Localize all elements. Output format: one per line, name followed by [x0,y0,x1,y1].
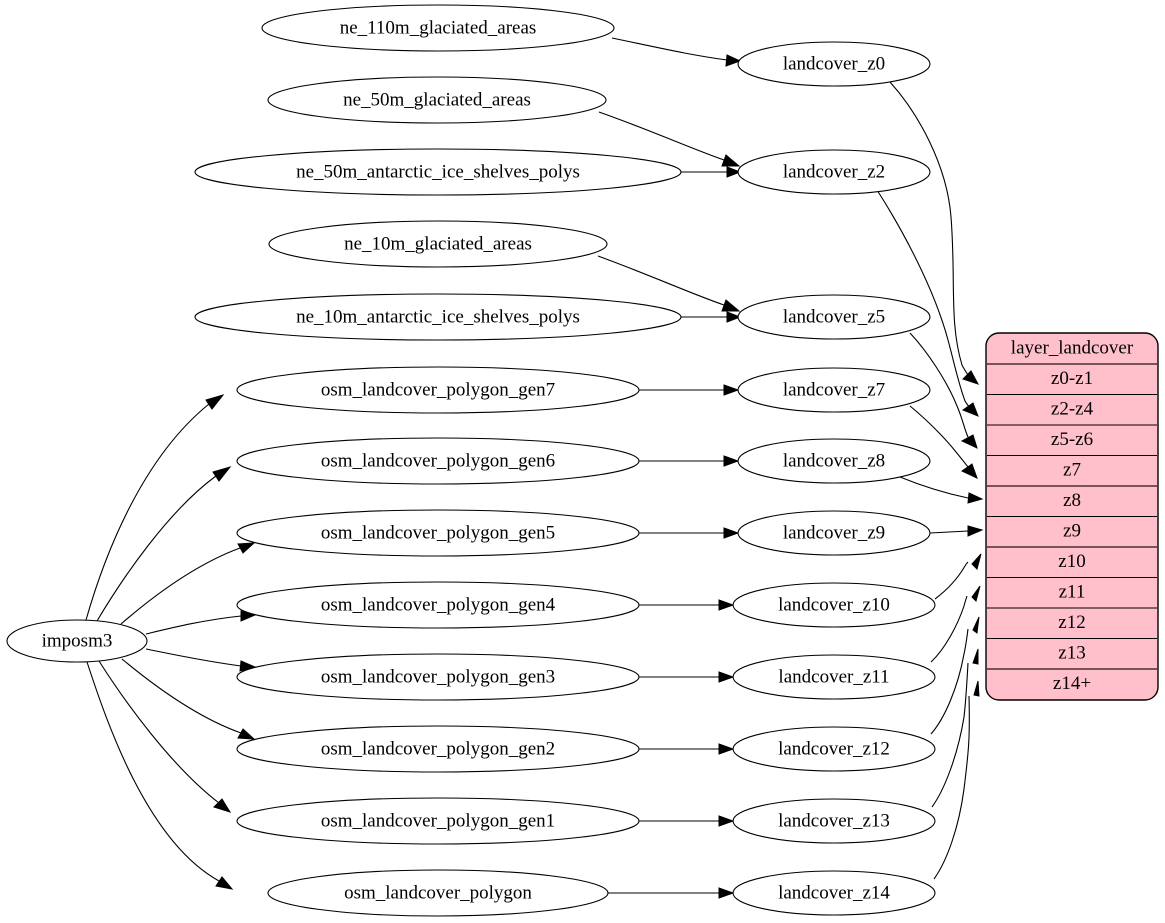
node-landcover_z13[interactable]: landcover_z13 [732,798,936,844]
node-landcover_z14[interactable]: landcover_z14 [732,870,936,916]
layer-table-row-z9[interactable]: z9 [1063,520,1081,541]
node-label: landcover_z13 [778,810,890,831]
node-imposm3[interactable]: imposm3 [6,619,148,663]
node-ne_10m_glaciated_areas[interactable]: ne_10m_glaciated_areas [268,220,608,268]
node-landcover_z11[interactable]: landcover_z11 [732,654,936,700]
node-label: landcover_z2 [783,161,885,182]
node-label: ne_50m_antarctic_ice_shelves_polys [296,161,580,182]
node-landcover_z0[interactable]: landcover_z0 [737,41,931,87]
layer-table-row-z7[interactable]: z7 [1063,459,1081,480]
edge-z7-to-row-z7 [909,405,978,479]
edge-ne50mglac-to-z2 [598,111,741,167]
edge-z9-to-row-z9 [929,525,984,537]
edge-ne110m-to-z0 [611,37,742,67]
edge-gen3-to-z11 [639,671,735,683]
node-label: landcover_z5 [783,306,885,327]
edge-gen2-to-z12 [639,743,735,755]
layer-table-row-z13[interactable]: z13 [1058,642,1085,663]
layer-table-row-z5-z6[interactable]: z5-z6 [1051,429,1093,450]
node-label: osm_landcover_polygon_gen3 [321,666,555,687]
node-label: ne_50m_glaciated_areas [343,89,531,110]
edge-gen4-to-z10 [639,599,735,611]
node-label: landcover_z9 [783,522,885,543]
layer-table-row-z2-z4[interactable]: z2-z4 [1051,398,1094,419]
edge-imposm3-to-polygon [86,661,234,890]
node-label: landcover_z12 [778,738,890,759]
node-ne_50m_glaciated_areas[interactable]: ne_50m_glaciated_areas [267,76,607,124]
node-ne_10m_antarctic_ice_shelves_polys[interactable]: ne_10m_antarctic_ice_shelves_polys [194,293,682,341]
node-osm_landcover_polygon_gen5[interactable]: osm_landcover_polygon_gen5 [236,509,640,557]
layer-table-row-z11[interactable]: z11 [1059,581,1086,602]
node-osm_landcover_polygon[interactable]: osm_landcover_polygon [267,869,609,917]
edge-imposm3-to-gen5 [120,542,256,625]
edge-imposm3-to-gen6 [96,466,232,622]
layer-table-row-z10[interactable]: z10 [1058,551,1085,572]
layer-table-row-z14plus[interactable]: z14+ [1053,673,1091,694]
node-osm_landcover_polygon_gen3[interactable]: osm_landcover_polygon_gen3 [236,653,640,701]
layer-table-row-z12[interactable]: z12 [1058,612,1085,633]
edge-gen5-to-z9 [639,527,740,539]
node-osm_landcover_polygon_gen2[interactable]: osm_landcover_polygon_gen2 [236,725,640,773]
node-label: landcover_z8 [783,450,885,471]
edge-ne50mshelves-to-z2 [681,166,742,178]
node-landcover_z10[interactable]: landcover_z10 [732,582,936,628]
node-landcover_z7[interactable]: landcover_z7 [737,367,931,413]
layer-landcover-table[interactable]: layer_landcover z0-z1 z2-z4 z5-z6 z7 z8 … [985,332,1159,701]
node-landcover_z9[interactable]: landcover_z9 [737,510,931,556]
node-label: landcover_z7 [783,379,885,400]
node-landcover_z5[interactable]: landcover_z5 [737,294,931,340]
edge-z10-to-row-z10 [934,553,982,600]
node-label: ne_10m_antarctic_ice_shelves_polys [296,306,580,327]
node-label: landcover_z10 [778,594,890,615]
node-label: osm_landcover_polygon_gen7 [321,379,555,400]
edge-imposm3-to-gen4 [145,610,257,635]
node-osm_landcover_polygon_gen4[interactable]: osm_landcover_polygon_gen4 [236,581,640,629]
node-label: osm_landcover_polygon_gen5 [321,522,555,543]
edge-gen1-to-z13 [639,815,735,827]
node-label: landcover_z0 [783,53,885,74]
edge-imposm3-to-gen1 [98,660,232,813]
edge-imposm3-to-gen7 [85,394,225,621]
node-label: osm_landcover_polygon_gen2 [321,738,555,759]
edge-imposm3-to-gen3 [145,648,257,672]
edge-gen6-to-z8 [639,455,740,467]
edge-imposm3-to-gen2 [121,658,256,740]
node-landcover_z2[interactable]: landcover_z2 [737,149,931,195]
edge-z14-to-row-z14plus [933,680,980,880]
node-ne_110m_glaciated_areas[interactable]: ne_110m_glaciated_areas [261,4,615,52]
layer-table-row-z8[interactable]: z8 [1063,490,1081,511]
edge-z2-to-row-z2z4 [876,189,979,417]
edge-ne10mshelves-to-z5 [681,311,742,323]
edges-layer [85,37,984,899]
node-label: ne_110m_glaciated_areas [340,17,537,38]
edge-z11-to-row-z11 [930,585,981,663]
edge-ne10mglac-to-z5 [597,255,741,312]
edge-z5-to-row-z5z6 [909,332,978,449]
node-osm_landcover_polygon_gen6[interactable]: osm_landcover_polygon_gen6 [236,437,640,485]
node-osm_landcover_polygon_gen1[interactable]: osm_landcover_polygon_gen1 [236,797,640,845]
layer-table-header: layer_landcover [1011,337,1134,358]
node-landcover_z12[interactable]: landcover_z12 [732,726,936,772]
edge-z0-to-row-z0z1 [889,81,980,385]
edge-z8-to-row-z8 [899,476,984,504]
node-label: osm_landcover_polygon [344,882,532,903]
node-label: landcover_z14 [778,882,890,903]
edge-polygon-to-z14 [608,887,735,899]
layer-table-row-z0-z1[interactable]: z0-z1 [1051,368,1093,389]
node-osm_landcover_polygon_gen7[interactable]: osm_landcover_polygon_gen7 [236,366,640,414]
node-ne_50m_antarctic_ice_shelves_polys[interactable]: ne_50m_antarctic_ice_shelves_polys [194,148,682,196]
node-landcover_z8[interactable]: landcover_z8 [737,438,931,484]
node-label: osm_landcover_polygon_gen6 [321,450,555,471]
node-label: ne_10m_glaciated_areas [344,233,532,254]
node-label: landcover_z11 [778,666,889,687]
edge-z13-to-row-z13 [931,648,979,808]
edge-z12-to-row-z12 [930,616,980,735]
node-label: osm_landcover_polygon_gen4 [321,594,556,615]
edge-gen7-to-z7 [639,384,740,396]
node-label: imposm3 [42,630,113,651]
node-label: osm_landcover_polygon_gen1 [321,810,555,831]
